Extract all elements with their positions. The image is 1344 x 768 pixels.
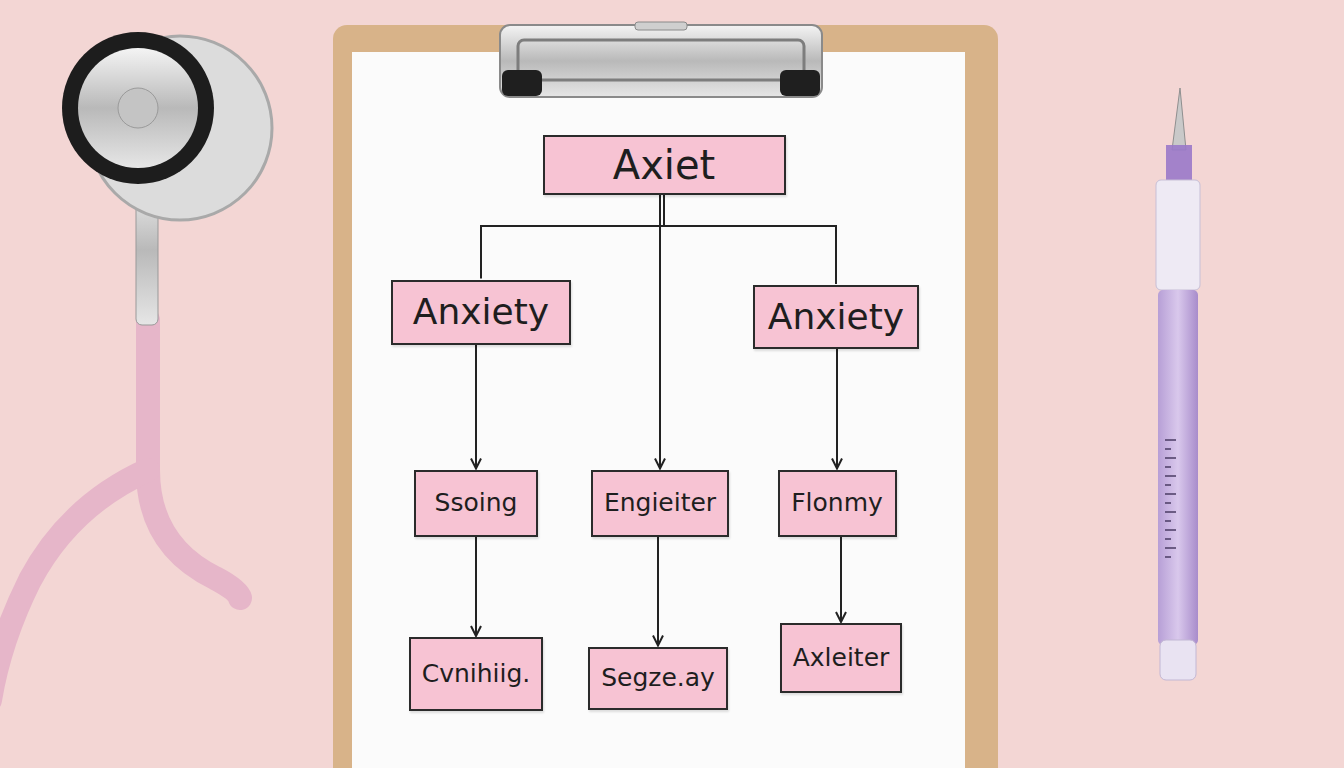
box-label: Flonmy: [791, 489, 883, 517]
pen-tick: [1165, 547, 1176, 549]
pen: [1156, 88, 1200, 680]
process-box: Axleiter: [780, 623, 903, 693]
pen-tick: [1165, 520, 1171, 522]
connector-arrow: [657, 537, 659, 646]
pen-tick: [1165, 448, 1171, 450]
box-label: Axleiter: [793, 644, 890, 672]
box-label: Engieiter: [604, 489, 716, 517]
connector-arrow: [836, 349, 838, 469]
connector-arrow: [475, 345, 477, 469]
process-box: Engieiter: [591, 470, 729, 537]
box-label: Axiet: [613, 143, 715, 187]
pen-tick: [1165, 484, 1171, 486]
pen-tick: [1165, 511, 1176, 513]
connector-arrow: [659, 195, 661, 469]
connector-arrow: [475, 537, 477, 637]
process-box: Anxiety: [753, 285, 919, 349]
clipboard-board: [333, 25, 998, 768]
box-label: Anxiety: [768, 297, 904, 337]
pen-tick: [1165, 502, 1171, 504]
pen-tick: [1165, 538, 1171, 540]
pen-tick: [1165, 466, 1171, 468]
process-box: Anxiety: [391, 280, 571, 345]
pen-tick: [1165, 439, 1176, 441]
connector-arrow: [664, 195, 836, 284]
pen-tick: [1165, 493, 1176, 495]
process-box: Cvnihiig.: [409, 637, 544, 711]
box-label: Cvnihiig.: [422, 660, 531, 688]
metal-clip: [500, 22, 822, 97]
process-box: Axiet: [543, 135, 786, 195]
connector-arrow: [481, 195, 664, 279]
connector-arrow: [840, 537, 842, 623]
pen-tick: [1165, 556, 1171, 558]
process-box: Flonmy: [778, 470, 897, 537]
stethoscope: [0, 32, 272, 700]
pen-tick: [1165, 457, 1176, 459]
process-box: Segze.ay: [588, 647, 728, 710]
box-label: Anxiety: [413, 292, 549, 332]
pen-tick: [1165, 529, 1176, 531]
box-label: Segze.ay: [601, 664, 715, 692]
pen-tick: [1165, 475, 1176, 477]
box-label: Ssoing: [435, 489, 518, 517]
paper-sheet: [352, 52, 965, 768]
process-box: Ssoing: [414, 470, 538, 537]
